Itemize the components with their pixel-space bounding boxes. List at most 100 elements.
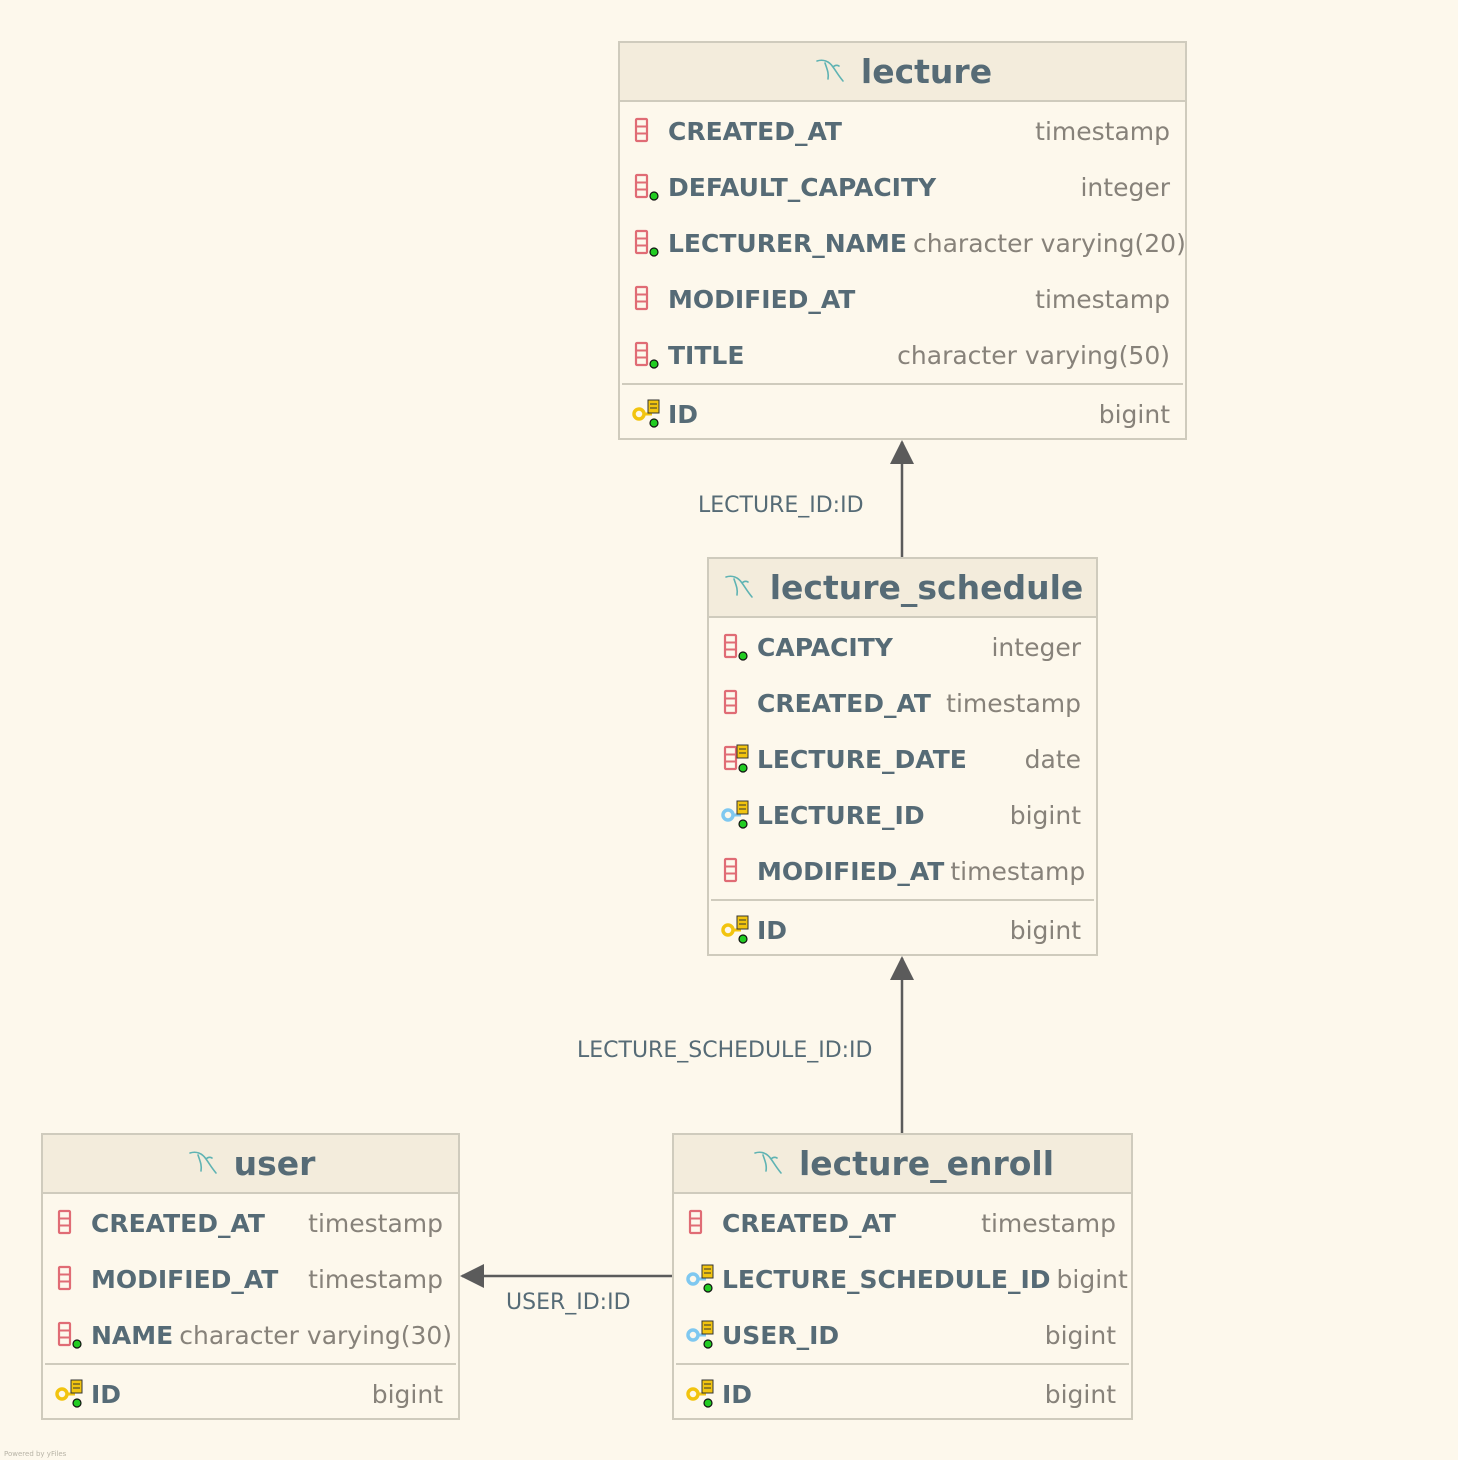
column-type: bigint bbox=[371, 1379, 443, 1409]
column-type: character varying(50) bbox=[897, 340, 1170, 370]
column-name: ID bbox=[668, 399, 699, 429]
primary-key-row[interactable]: ID bigint bbox=[620, 386, 1185, 442]
column-type: date bbox=[1024, 744, 1081, 774]
column-icon bbox=[721, 688, 757, 718]
primary-key-row[interactable]: ID bigint bbox=[43, 1366, 458, 1422]
column-type: timestamp bbox=[950, 856, 1086, 886]
column-row-title[interactable]: TITLE character varying(50) bbox=[620, 327, 1185, 383]
column-name: NAME bbox=[91, 1320, 174, 1350]
column-type: character varying(30) bbox=[179, 1320, 453, 1350]
mysql-dolphin-icon bbox=[722, 569, 756, 607]
table-header[interactable]: user bbox=[43, 1135, 458, 1194]
column-type: integer bbox=[1080, 172, 1170, 202]
column-type: timestamp bbox=[1035, 116, 1170, 146]
column-type: bigint bbox=[1009, 915, 1081, 945]
column-name: LECTURE_SCHEDULE_ID bbox=[722, 1264, 1051, 1294]
column-name: LECTURE_ID bbox=[757, 800, 925, 830]
edge-label-user-id: USER_ID:ID bbox=[506, 1290, 631, 1315]
column-type: bigint bbox=[1044, 1320, 1116, 1350]
column-type: bigint bbox=[1056, 1264, 1128, 1294]
column-icon bbox=[55, 1208, 91, 1238]
mysql-dolphin-icon bbox=[751, 1145, 785, 1183]
column-row-default-capacity[interactable]: DEFAULT_CAPACITY integer bbox=[620, 159, 1185, 215]
foreign-key-icon bbox=[686, 1264, 722, 1294]
column-icon bbox=[721, 856, 757, 886]
column-name: CREATED_AT bbox=[91, 1208, 265, 1238]
column-name: ID bbox=[757, 915, 788, 945]
table-header[interactable]: lecture_enroll bbox=[674, 1135, 1131, 1194]
column-icon bbox=[632, 284, 668, 314]
column-row-capacity[interactable]: CAPACITY integer bbox=[709, 619, 1096, 675]
table-header[interactable]: lecture_schedule bbox=[709, 559, 1096, 618]
edge-label-lecture-schedule-id: LECTURE_SCHEDULE_ID:ID bbox=[577, 1038, 873, 1063]
column-name: DEFAULT_CAPACITY bbox=[668, 172, 937, 202]
column-type: timestamp bbox=[1035, 284, 1170, 314]
column-name: CAPACITY bbox=[757, 632, 893, 662]
column-name: CREATED_AT bbox=[757, 688, 931, 718]
primary-key-icon bbox=[721, 915, 757, 945]
column-name: CREATED_AT bbox=[722, 1208, 896, 1238]
column-type: timestamp bbox=[946, 688, 1081, 718]
table-title: user bbox=[233, 1144, 316, 1183]
column-type: timestamp bbox=[981, 1208, 1116, 1238]
column-row-created-at[interactable]: CREATED_AT timestamp bbox=[620, 103, 1185, 159]
column-row-created-at[interactable]: CREATED_AT timestamp bbox=[709, 675, 1096, 731]
column-icon bbox=[55, 1264, 91, 1294]
column-row-created-at[interactable]: CREATED_AT timestamp bbox=[674, 1195, 1131, 1251]
column-type: timestamp bbox=[308, 1264, 443, 1294]
key-divider bbox=[45, 1363, 456, 1365]
primary-key-icon bbox=[632, 399, 668, 429]
mysql-dolphin-icon bbox=[813, 53, 847, 91]
key-divider bbox=[711, 899, 1094, 901]
column-name: USER_ID bbox=[722, 1320, 840, 1350]
column-not-null-icon bbox=[632, 340, 668, 370]
primary-key-icon bbox=[55, 1379, 91, 1409]
column-row-user-id[interactable]: USER_ID bigint bbox=[674, 1307, 1131, 1363]
column-name: ID bbox=[722, 1379, 753, 1409]
primary-key-icon bbox=[686, 1379, 722, 1409]
foreign-key-icon bbox=[686, 1320, 722, 1350]
indexed-column-icon bbox=[721, 744, 757, 774]
column-name: LECTURE_DATE bbox=[757, 744, 967, 774]
column-name: TITLE bbox=[668, 340, 745, 370]
table-title: lecture bbox=[860, 52, 993, 91]
column-type: character varying(20) bbox=[913, 228, 1186, 258]
column-not-null-icon bbox=[55, 1320, 91, 1350]
column-type: bigint bbox=[1098, 399, 1170, 429]
column-type: integer bbox=[991, 632, 1081, 662]
primary-key-row[interactable]: ID bigint bbox=[674, 1366, 1131, 1422]
table-title: lecture_enroll bbox=[798, 1144, 1055, 1183]
column-not-null-icon bbox=[721, 632, 757, 662]
column-row-lecture-id[interactable]: LECTURE_ID bigint bbox=[709, 787, 1096, 843]
column-type: timestamp bbox=[308, 1208, 443, 1238]
key-divider bbox=[676, 1363, 1129, 1365]
column-type: bigint bbox=[1009, 800, 1081, 830]
column-name: MODIFIED_AT bbox=[91, 1264, 279, 1294]
foreign-key-icon bbox=[721, 800, 757, 830]
column-icon bbox=[632, 116, 668, 146]
column-name: ID bbox=[91, 1379, 122, 1409]
column-name: MODIFIED_AT bbox=[757, 856, 945, 886]
mysql-dolphin-icon bbox=[186, 1145, 220, 1183]
column-name: CREATED_AT bbox=[668, 116, 842, 146]
column-not-null-icon bbox=[632, 228, 668, 258]
table-header[interactable]: lecture bbox=[620, 43, 1185, 102]
column-type: bigint bbox=[1044, 1379, 1116, 1409]
edge-label-lecture-id: LECTURE_ID:ID bbox=[698, 493, 864, 518]
column-row-lecture-date[interactable]: LECTURE_DATE date bbox=[709, 731, 1096, 787]
column-name: LECTURER_NAME bbox=[668, 228, 908, 258]
column-row-modified-at[interactable]: MODIFIED_AT timestamp bbox=[43, 1251, 458, 1307]
footer-note: Powered by yFiles bbox=[4, 1450, 67, 1458]
column-row-created-at[interactable]: CREATED_AT timestamp bbox=[43, 1195, 458, 1251]
primary-key-row[interactable]: ID bigint bbox=[709, 902, 1096, 958]
